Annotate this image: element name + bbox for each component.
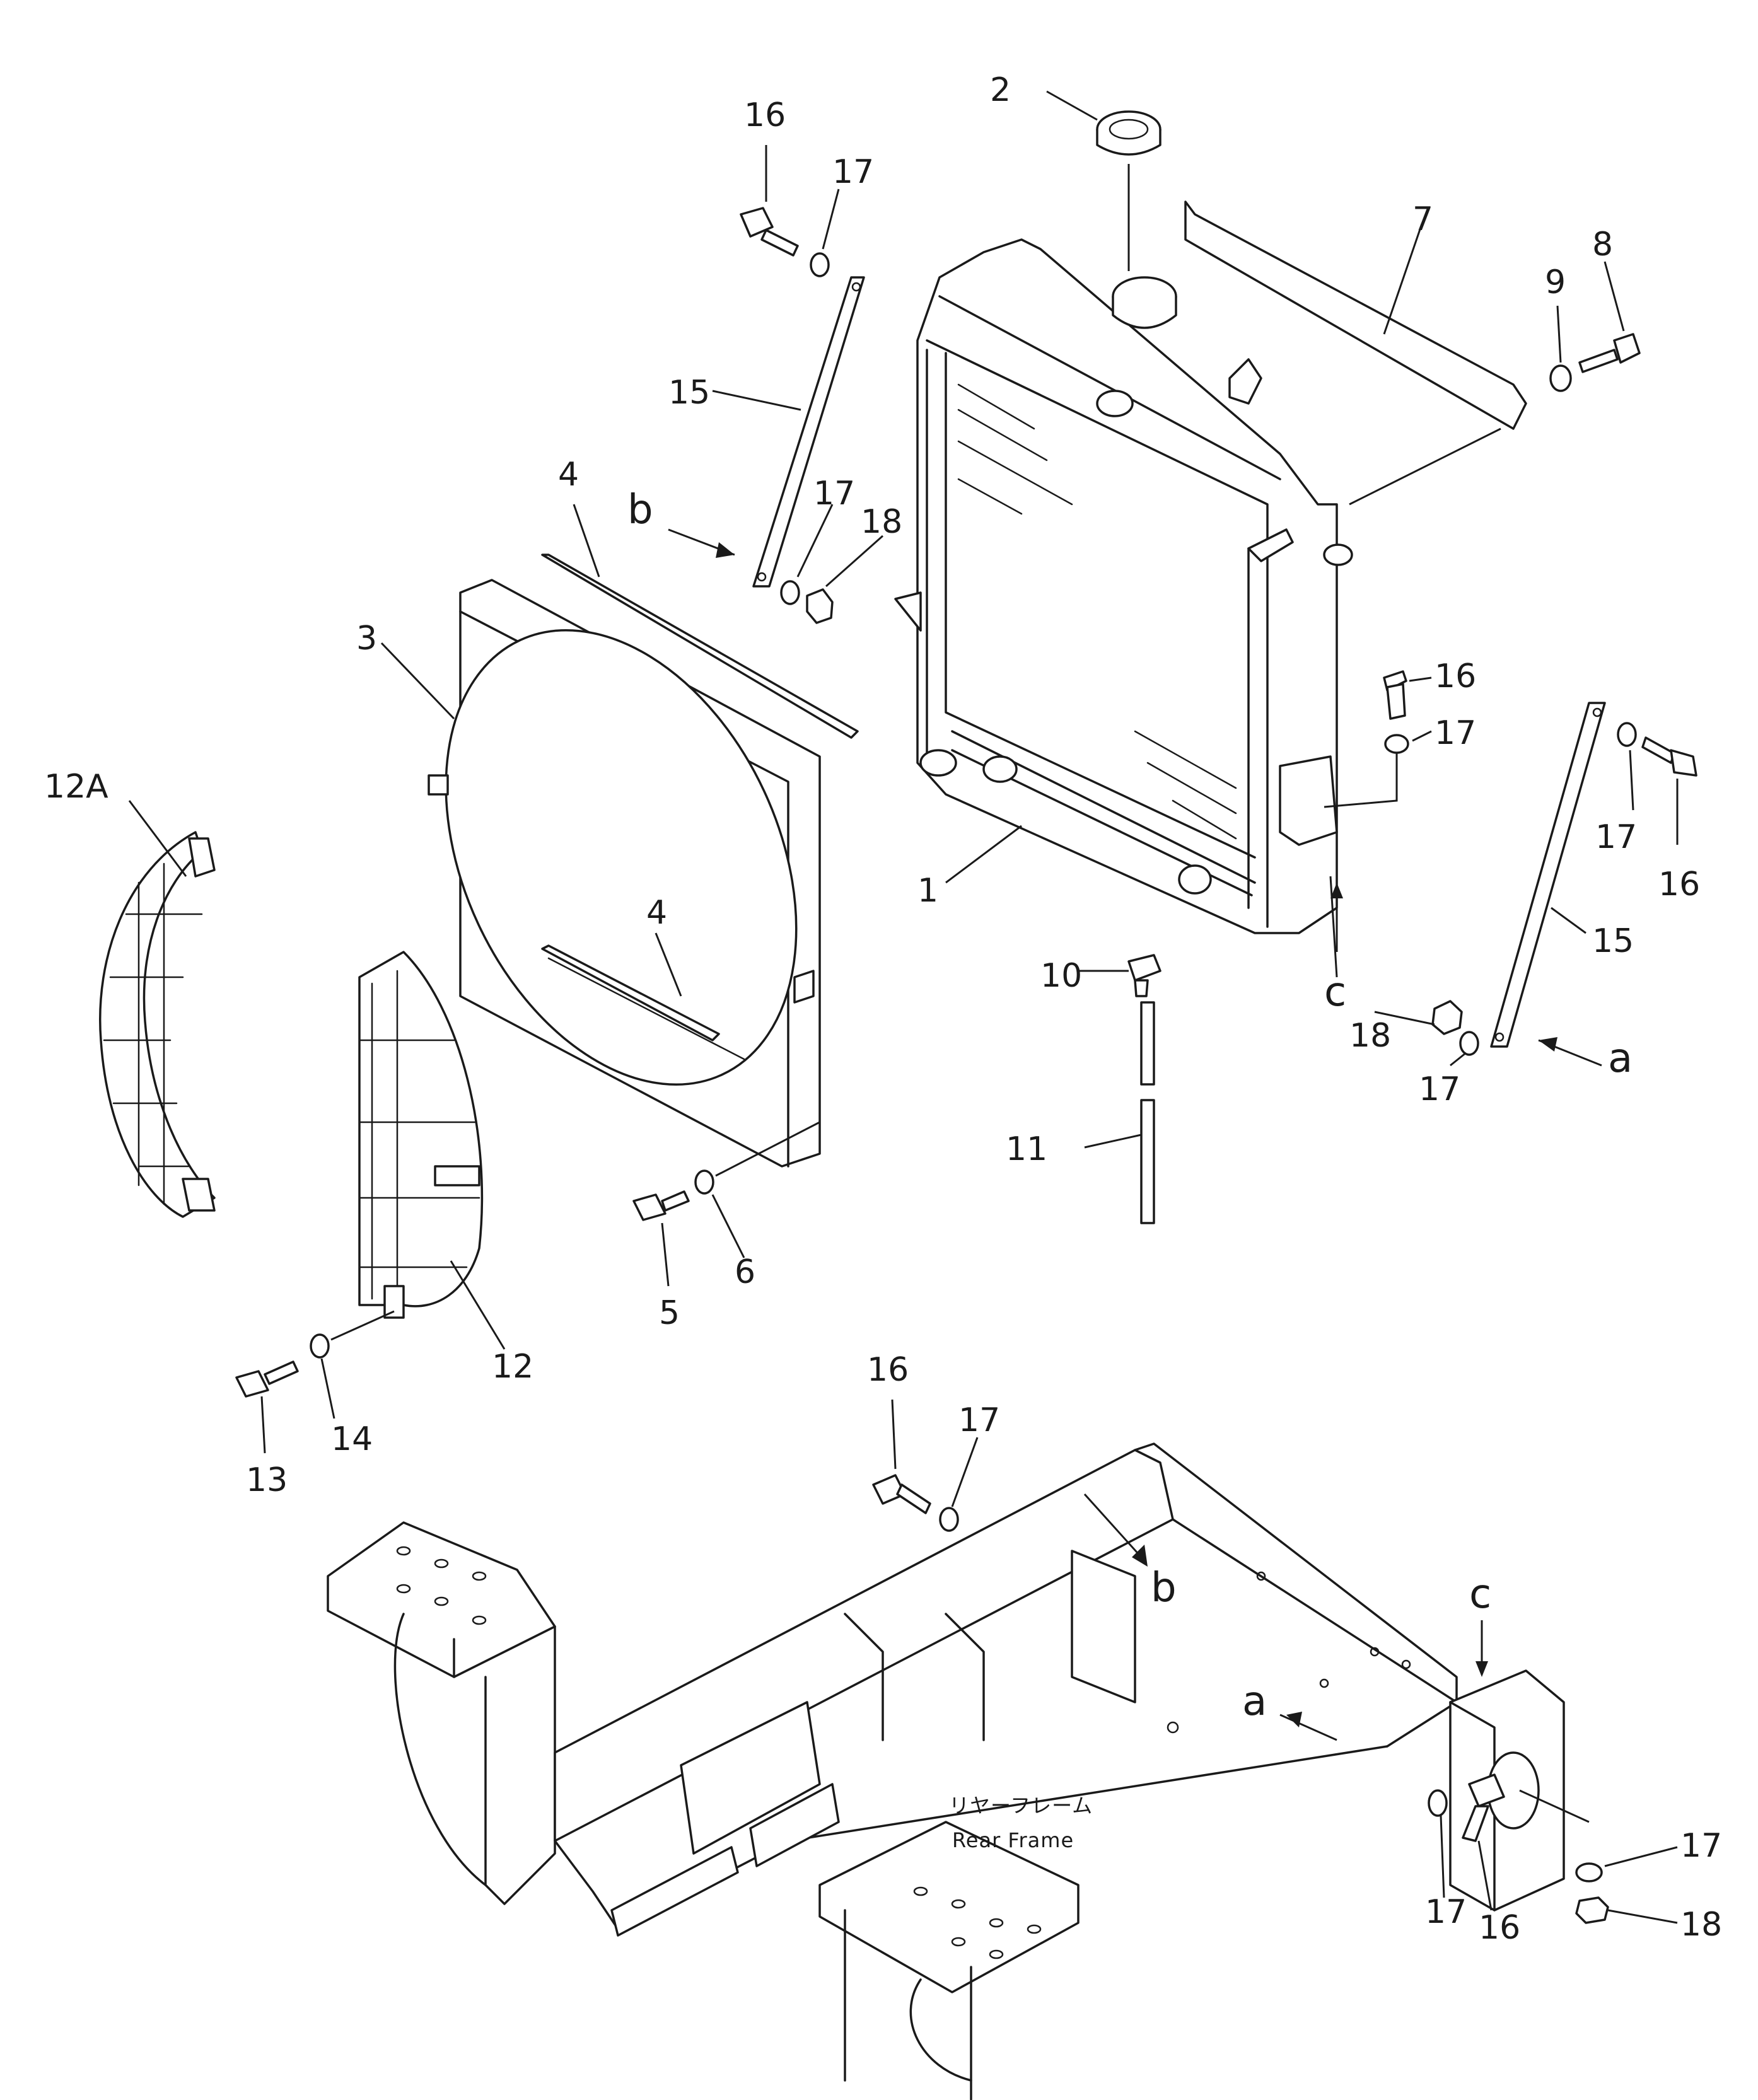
- callout-17a: 17: [832, 153, 874, 191]
- nut-18-right: [1431, 1000, 1463, 1035]
- bolt-16-top: [740, 207, 799, 257]
- washer-17-mid: [780, 580, 800, 605]
- bolt-16-right-mid: [1383, 670, 1407, 720]
- ref-letter-a-right: a: [1608, 1035, 1633, 1082]
- callout-6: 6: [735, 1253, 755, 1291]
- callout-17g: 17: [1425, 1893, 1467, 1931]
- callout-16b: 16: [1435, 658, 1476, 695]
- washer-17-top: [810, 252, 830, 277]
- seal-parts: [541, 554, 859, 1041]
- callout-17h: 17: [1680, 1827, 1722, 1865]
- bolt-5: [632, 1190, 690, 1221]
- stay-part: [1184, 200, 1527, 506]
- rear-frame-label-japanese: リヤーフレーム: [949, 1794, 1093, 1818]
- callout-16a: 16: [744, 96, 786, 134]
- rear-frame-part: [327, 1442, 1609, 2100]
- nut-18-mid: [806, 588, 834, 624]
- reference-arrows: [668, 528, 1602, 1741]
- callout-11: 11: [1006, 1130, 1047, 1168]
- nut-18-frame-far: [1575, 1896, 1609, 1924]
- bolt-13: [235, 1360, 299, 1398]
- callout-14: 14: [331, 1420, 373, 1458]
- callout-labels: 1 2 3 4 4 5 6 7 8 9 10 11 12 12A 13 14 1…: [44, 71, 1722, 1947]
- callout-15a: 15: [668, 374, 710, 412]
- drain-hose-part: [1140, 1001, 1155, 1224]
- callout-17e: 17: [1419, 1070, 1460, 1108]
- ref-letter-b-frame: b: [1151, 1565, 1177, 1611]
- bolt-16-right: [1641, 736, 1697, 777]
- callout-15b: 15: [1592, 922, 1634, 960]
- callout-16e: 16: [1479, 1909, 1520, 1947]
- washer-17-frame-far: [1575, 1862, 1603, 1882]
- washer-17-frame: [939, 1507, 959, 1532]
- callout-17d: 17: [1595, 818, 1637, 856]
- ref-letter-c-frame: c: [1469, 1571, 1491, 1618]
- callout-12: 12: [492, 1348, 533, 1386]
- washer-9: [1549, 364, 1572, 392]
- callout-16c: 16: [1658, 866, 1700, 903]
- washer-17-right-low: [1459, 1031, 1479, 1056]
- reference-letters: b a c b a c: [627, 487, 1633, 1725]
- bolt-16-frame: [872, 1474, 931, 1514]
- callout-9: 9: [1545, 264, 1566, 301]
- callout-7: 7: [1412, 200, 1433, 238]
- callout-4a: 4: [558, 456, 579, 494]
- callout-10: 10: [1040, 957, 1082, 995]
- washer-17-right-mid: [1324, 734, 1409, 808]
- ref-letter-b-top: b: [627, 487, 653, 533]
- bolt-8: [1578, 333, 1641, 373]
- leader-lines: [128, 90, 1679, 1924]
- callout-18c: 18: [1680, 1906, 1722, 1944]
- callout-1: 1: [917, 872, 938, 910]
- ref-letter-c-radiator: c: [1324, 969, 1346, 1016]
- callout-18b: 18: [1349, 1017, 1391, 1055]
- radiator-part: [894, 238, 1353, 934]
- callout-18a: 18: [861, 503, 902, 541]
- frame-holes: [396, 1546, 1411, 1959]
- washer-6: [694, 1121, 820, 1195]
- callout-5: 5: [659, 1294, 680, 1332]
- callout-17b: 17: [813, 475, 855, 513]
- fan-guard-12-part: [358, 951, 484, 1319]
- callout-8: 8: [1592, 226, 1613, 264]
- callout-16d: 16: [867, 1351, 909, 1389]
- bolt-16-frame-right: [1462, 1773, 1505, 1842]
- fan-guard-12a-part: [99, 831, 216, 1218]
- callout-2: 2: [990, 71, 1011, 109]
- brace-upper-part: [752, 276, 865, 588]
- rear-frame-label: リヤーフレーム Rear Frame: [949, 1794, 1093, 1852]
- brace-lower-part: [1490, 702, 1606, 1048]
- washer-17-right: [1617, 722, 1637, 747]
- rear-frame-label-english: Rear Frame: [952, 1828, 1074, 1852]
- washer-17-frame-right: [1428, 1789, 1448, 1817]
- callout-12a: 12A: [44, 768, 108, 806]
- radiator-fins: [957, 383, 1237, 840]
- callout-17c: 17: [1435, 714, 1476, 752]
- ref-letter-a-frame: a: [1242, 1678, 1267, 1725]
- drain-valve-part: [1127, 954, 1161, 997]
- callout-4b: 4: [646, 894, 667, 932]
- callout-3: 3: [356, 620, 377, 658]
- washer-14: [310, 1310, 395, 1359]
- callout-17f: 17: [958, 1401, 1000, 1439]
- fan-shroud-part: [428, 579, 821, 1168]
- radiator-cap-part: [1096, 110, 1161, 271]
- callout-13: 13: [246, 1461, 288, 1499]
